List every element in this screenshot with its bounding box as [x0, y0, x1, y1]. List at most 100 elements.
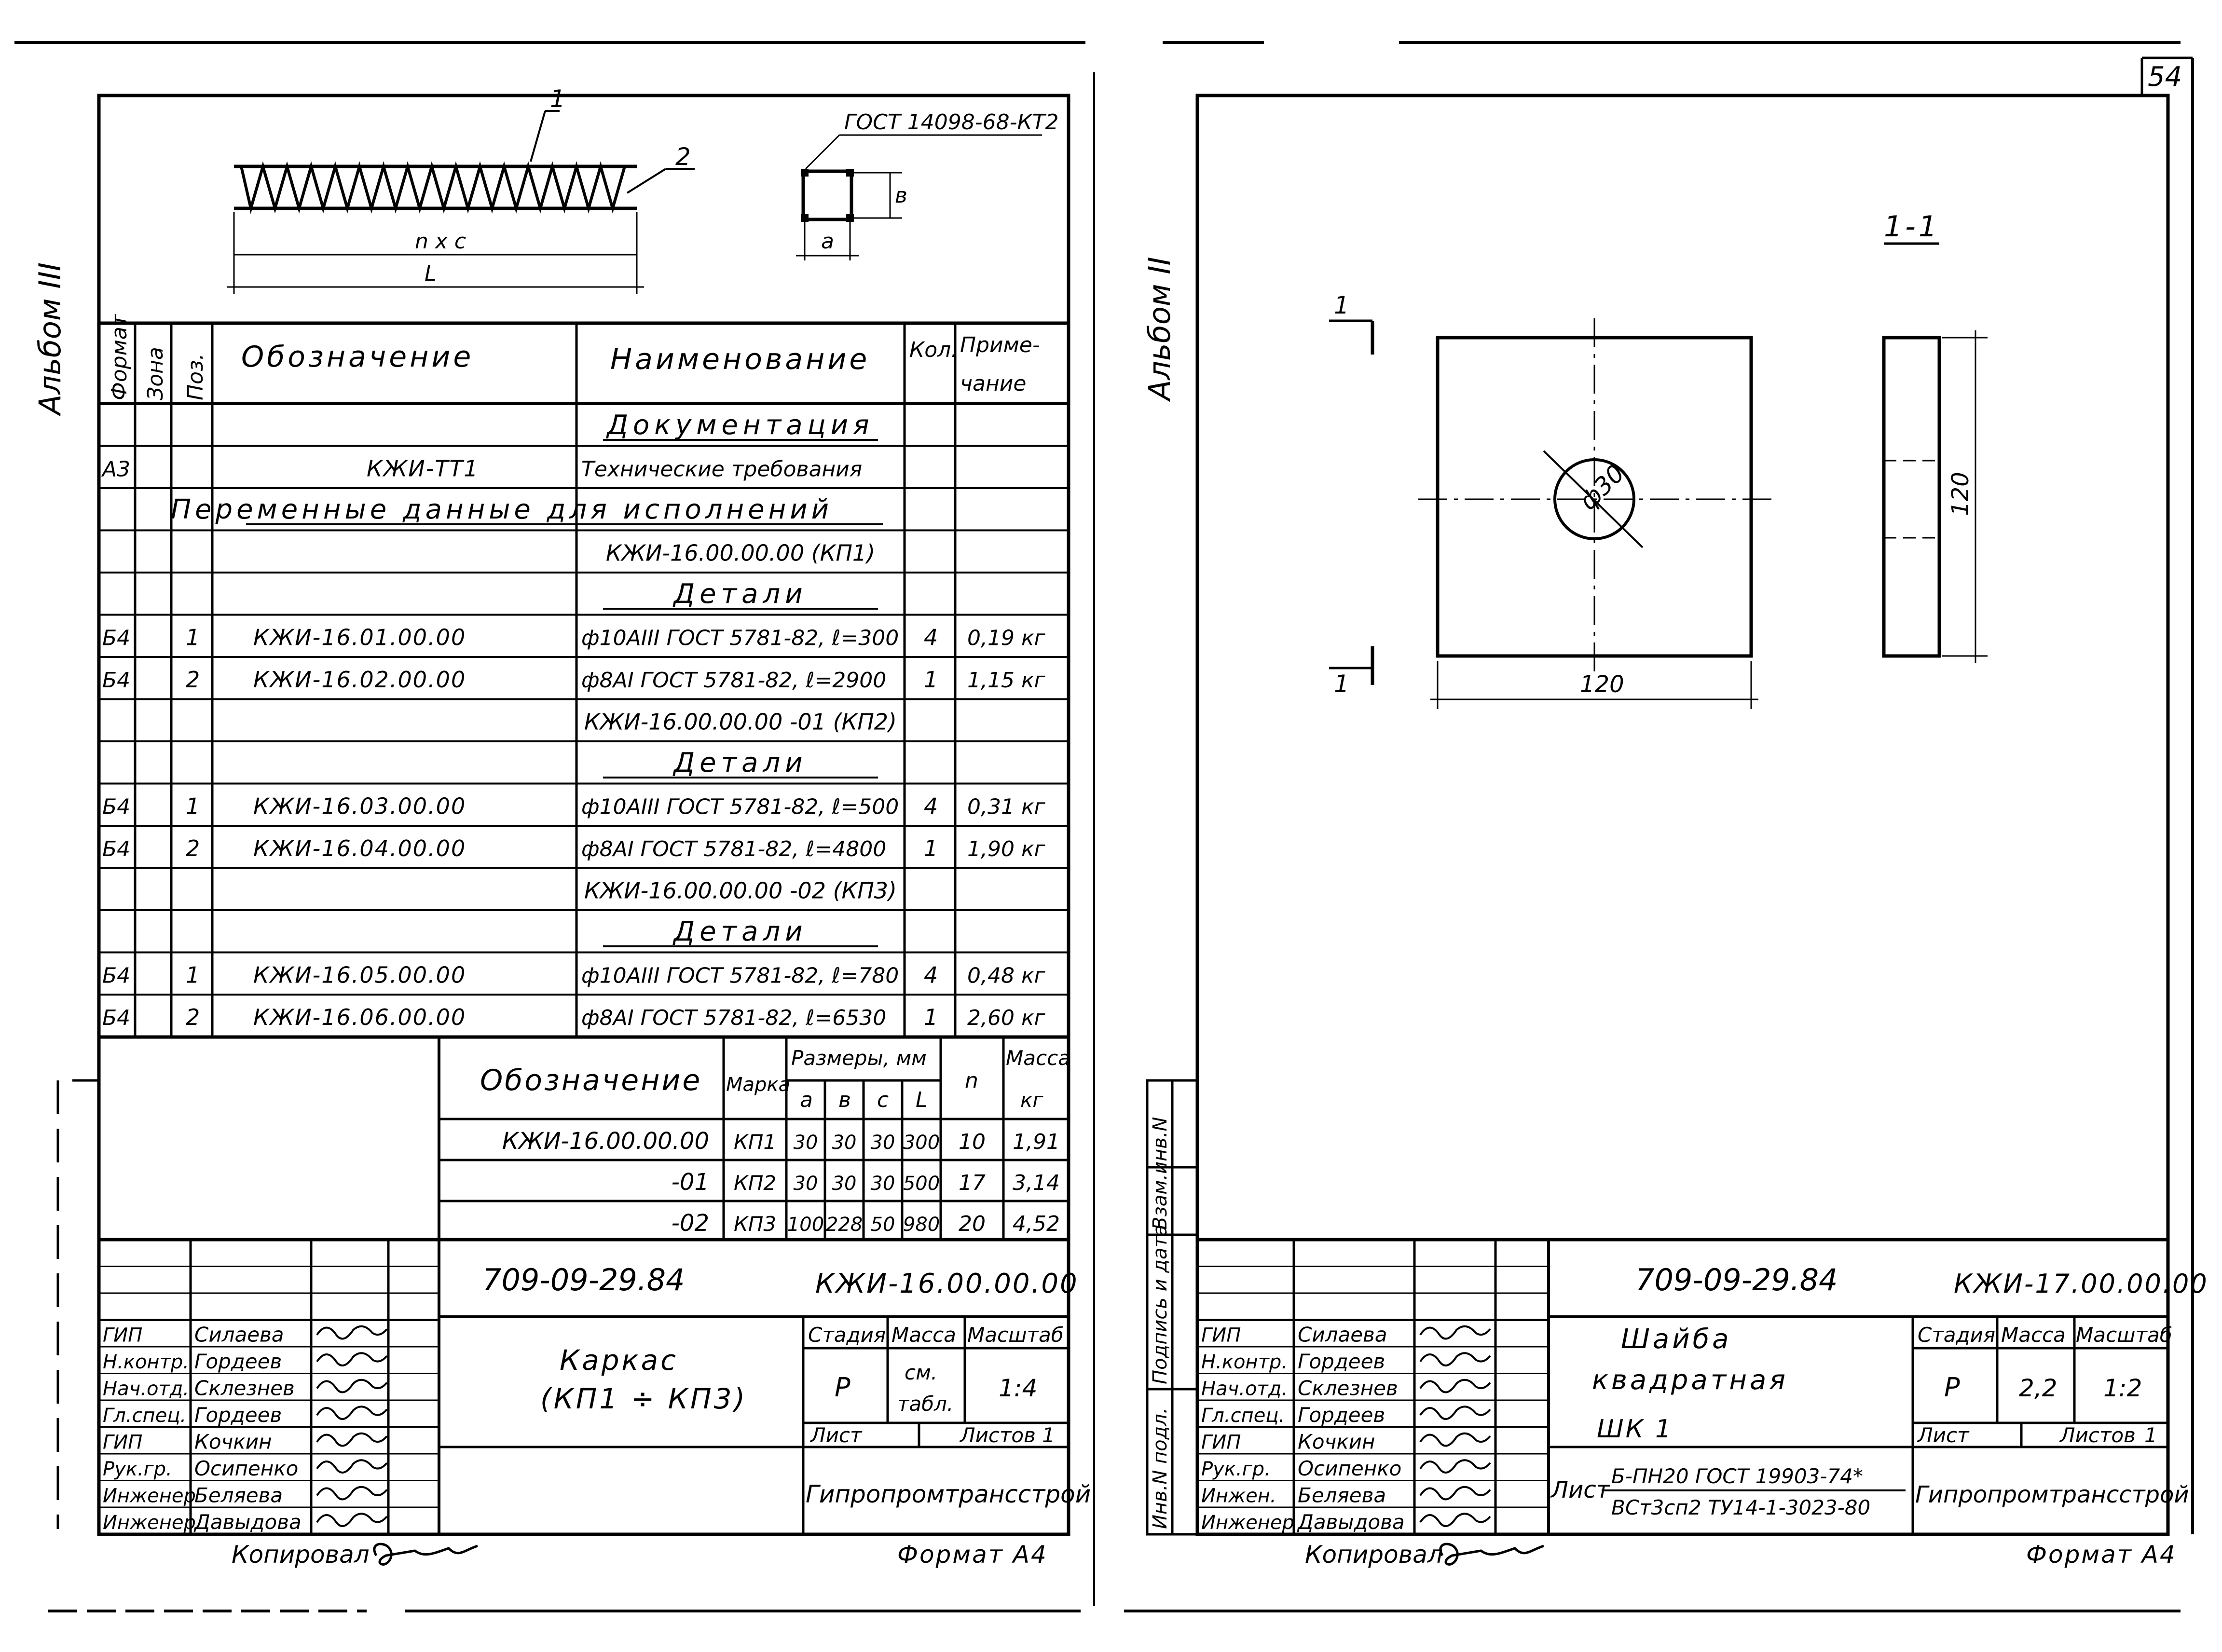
staff-role: ГИП [103, 1432, 142, 1454]
cell-qty: 4 [924, 793, 938, 819]
staff-row: Нач.отд.Склезнев [1201, 1377, 1491, 1400]
cell-name: Переменные данные для исполнений [171, 494, 833, 525]
table-row: КЖИ-16.00.00.00 (КП1) [606, 540, 875, 566]
staff-row: Н.контр.Гордеев [1201, 1350, 1491, 1373]
v-size-c: 50 [871, 1214, 895, 1236]
v-size-L: 500 [903, 1173, 940, 1195]
cell-name: Технические требования [581, 457, 862, 482]
v-size-b: 30 [832, 1132, 857, 1154]
v-mark: КП3 [734, 1212, 776, 1236]
staff-role: Гл.спец. [103, 1405, 186, 1427]
side-stamp: Инв.N подл. Подпись и дата Взам.инв.N [1146, 1079, 1199, 1536]
v-size-a: 30 [794, 1132, 818, 1154]
dim-L: L [425, 261, 437, 286]
signature [1419, 1352, 1491, 1366]
cell-format: Б4 [102, 1006, 130, 1030]
vh-c: с [877, 1088, 889, 1112]
cell-format: Б4 [102, 668, 130, 693]
signature [1419, 1486, 1491, 1501]
vh-a: а [800, 1088, 813, 1112]
signature [1419, 1432, 1491, 1447]
hdr-format: Формат [107, 314, 132, 400]
v-designation: -01 [672, 1169, 709, 1196]
v-mark: КП2 [734, 1171, 776, 1195]
stamp-signature-date: Подпись и дата [1149, 1225, 1171, 1384]
cell-pos: 2 [186, 1004, 200, 1030]
cell-designation: КЖИ-16.01.00.00 [253, 625, 466, 651]
sheets: 1 [2144, 1423, 2157, 1447]
hdr-designation: Обозначение [241, 340, 474, 374]
staff-name: Беляева [194, 1484, 283, 1507]
scale: 1:4 [999, 1374, 1037, 1402]
cell-note: 0,19 кг [967, 626, 1046, 651]
staff-role: Н.контр. [1201, 1351, 1288, 1373]
sheets-lbl: Листов [959, 1423, 1036, 1447]
signature [316, 1352, 388, 1366]
staff-name: Гордеев [194, 1403, 282, 1427]
staff-role: Инжен. [1201, 1485, 1276, 1507]
leader-1 [530, 110, 546, 162]
signature [316, 1513, 388, 1527]
staff-role: Инженер [1201, 1512, 1294, 1534]
hdr-zone: Зона [143, 347, 168, 400]
staff-name: Кочкин [194, 1430, 272, 1454]
stamp-inv-podl: Инв.N подл. [1149, 1407, 1171, 1529]
mass-hdr: Масса [2001, 1323, 2066, 1347]
leader-2 [626, 168, 667, 194]
scale-hdr: Масштаб [2076, 1323, 2172, 1347]
washer-drawing: 1-1 ф30 1 1 120 [1329, 210, 1988, 709]
cell-name: КЖИ-16.00.00.00 (КП1) [606, 540, 875, 566]
rebar-dot [846, 214, 854, 222]
mass: 2,2 [2019, 1374, 2057, 1402]
staff-role: ГИП [103, 1324, 142, 1347]
v-n: 10 [959, 1130, 986, 1154]
gost-ref: ГОСТ 14098-68-КТ2 [844, 110, 1059, 135]
staff-name: Осипенко [194, 1457, 298, 1480]
cell-format: Б4 [102, 795, 130, 819]
left-sheet-frame [97, 94, 1070, 1536]
stage-hdr: Стадия [1918, 1323, 1995, 1347]
v-mark: КП1 [734, 1130, 776, 1154]
cell-pos: 1 [186, 625, 200, 651]
v-mass: 4,52 [1013, 1212, 1060, 1236]
rebar-dot [846, 169, 854, 177]
vh-n: n [965, 1068, 978, 1093]
signature [1419, 1459, 1491, 1474]
staff-row: Н.контр.Гордеев [103, 1350, 388, 1373]
sheet-lbl: Лист [1917, 1423, 1970, 1447]
staff-row: Инжен.Беляева [1201, 1484, 1491, 1507]
staff-row: Рук.гр.Осипенко [1201, 1457, 1491, 1480]
right-sheet: 54 Альбом II Инв.N подл. Подпись и дата … [1142, 56, 2207, 1569]
vh-mass: Масса [1006, 1046, 1070, 1070]
hdr-name: Наименование [610, 342, 870, 376]
copied-by: Копировал [1305, 1541, 1443, 1569]
page-number: 54 [2148, 61, 2182, 93]
signature [316, 1325, 388, 1340]
table-row: КЖИ-16.00.00.00 -02 (КП3) [584, 878, 897, 904]
staff-name: Осипенко [1298, 1457, 1401, 1480]
staff-row: Гл.спец. Гордеев [103, 1403, 388, 1427]
doc-code: КЖИ-16.00.00.00 [815, 1268, 1079, 1299]
vh-mark: Марка [726, 1074, 790, 1096]
cell-pos: 2 [186, 835, 200, 861]
dim-a: а [821, 229, 834, 254]
hdr-note-2: чание [960, 371, 1026, 396]
signature [316, 1432, 388, 1447]
staff-role: Н.контр. [103, 1351, 189, 1373]
callout-1: 1 [550, 85, 565, 113]
org: Гипропромтрансстрой [806, 1480, 1091, 1508]
cell-name: ф10АIII ГОСТ 5781-82, ℓ=780 [581, 964, 899, 988]
cell-name: Детали [672, 747, 807, 778]
staff-name: Кочкин [1298, 1430, 1375, 1454]
table-row: Детали [603, 916, 878, 947]
table-row: Детали [603, 578, 878, 610]
scale-hdr: Масштаб [967, 1323, 1064, 1347]
